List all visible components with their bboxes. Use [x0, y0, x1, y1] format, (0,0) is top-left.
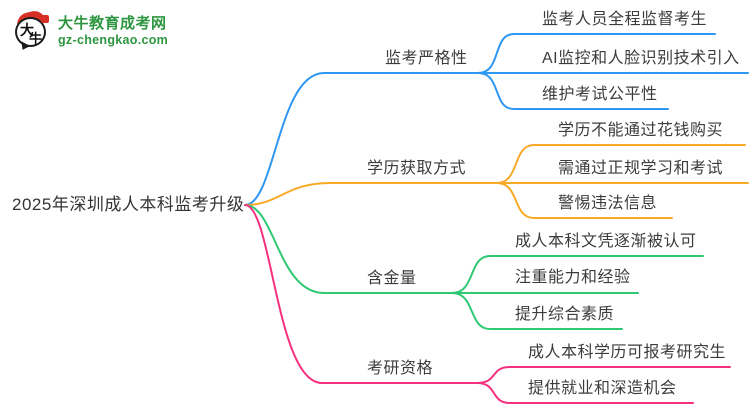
branch-2-leaf-1-line: [496, 144, 746, 184]
root-topic: 2025年深圳成人本科监考升级: [12, 195, 245, 214]
branch-label-supervision: 监考严格性: [385, 50, 468, 67]
branch-label-postgrad: 考研资格: [367, 360, 434, 377]
logo-bull-icon: 大 牛: [14, 8, 51, 57]
branch-supervision-edges: [244, 33, 749, 206]
logo-char-da: 大: [20, 22, 34, 38]
branch-2-leaf-3-line: [496, 182, 673, 219]
leaf-label: 维护考试公平性: [542, 86, 658, 103]
leaf-label: 警惕违法信息: [558, 195, 658, 212]
site-name: 大牛教育成考网: [58, 15, 167, 32]
branch-value-edges: [244, 204, 704, 330]
branch-4-leaf-1-line: [476, 366, 731, 384]
leaf-label: 成人本科学历可报考研究生: [528, 344, 727, 361]
leaf-label: 需通过正规学习和考试: [558, 160, 724, 177]
branch-3-leaf-3-line: [451, 292, 623, 330]
logo-text-block: 大牛教育成考网 gz-chengkao.com: [58, 15, 168, 47]
leaf-label: AI监控和人脸识别技术引入: [542, 50, 740, 67]
branch-4-trunk-line: [244, 204, 478, 384]
branch-4-leaf-2-line: [476, 382, 694, 404]
branch-degree-path-edges: [244, 144, 749, 219]
branch-label-value: 含金量: [367, 270, 417, 287]
leaf-label: 监考人员全程监督考生: [542, 11, 708, 28]
leaf-label: 学历不能通过花钱购买: [558, 122, 724, 139]
logo-seal-icon: [41, 15, 49, 23]
branch-postgrad-edges: [244, 204, 731, 404]
branch-2-trunk-line: [244, 182, 498, 206]
branch-label-degree-path: 学历获取方式: [367, 160, 467, 177]
logo-speech-bubble-shape: [15, 17, 46, 47]
branch-1-leaf-1-line: [477, 33, 716, 74]
site-logo: 大 牛 大牛教育成考网 gz-chengkao.com: [14, 8, 168, 57]
logo-char-niu: 牛: [29, 31, 43, 46]
site-url: gz-chengkao.com: [58, 33, 169, 47]
branch-3-trunk-line: [244, 204, 453, 294]
leaf-label: 提升综合素质: [515, 306, 615, 323]
branch-3-leaf-1-line: [451, 255, 704, 294]
branch-1-trunk-line: [244, 72, 479, 206]
leaf-label: 提供就业和深造机会: [528, 380, 677, 397]
leaf-label: 注重能力和经验: [515, 269, 631, 286]
branch-1-leaf-3-line: [477, 72, 669, 110]
leaf-label: 成人本科文凭逐渐被认可: [515, 233, 697, 250]
